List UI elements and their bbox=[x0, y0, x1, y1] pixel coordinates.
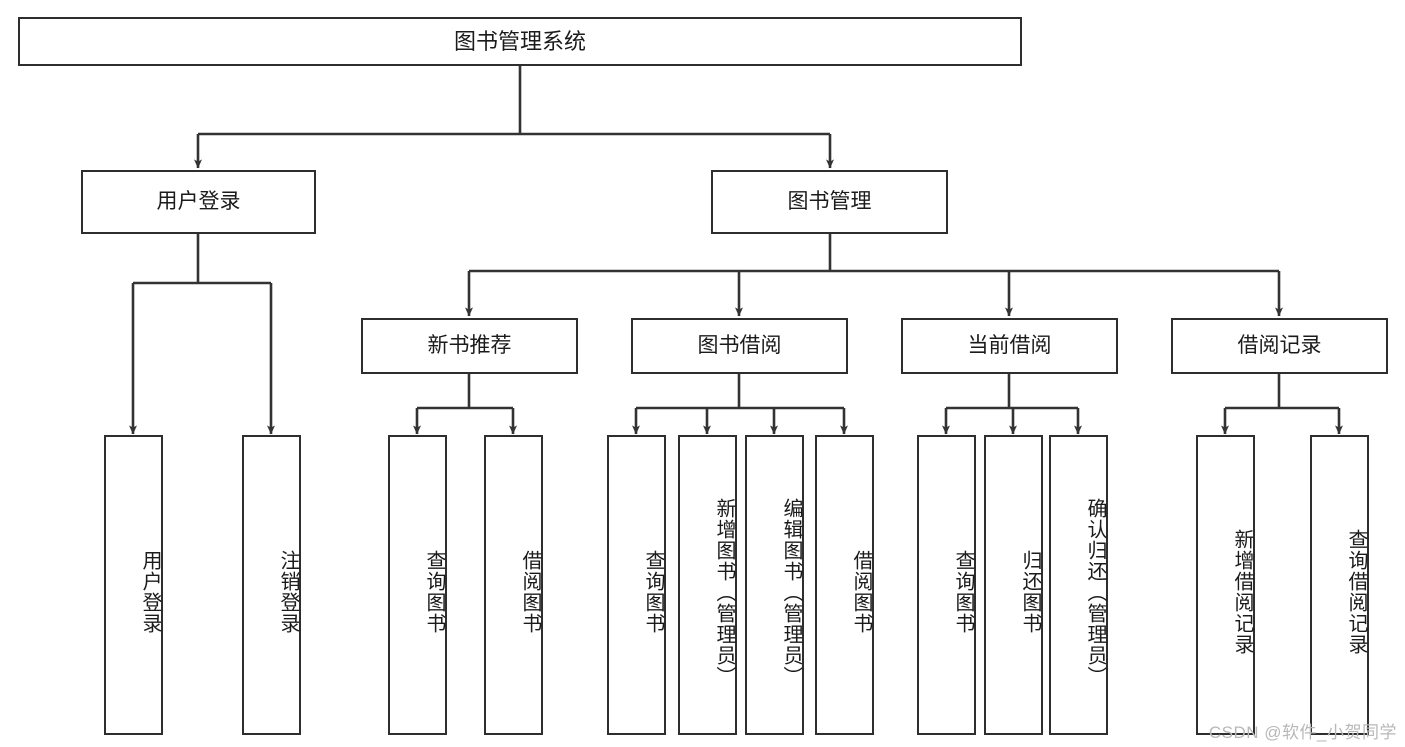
node-leaf-logout[interactable]: 注销登录 bbox=[242, 435, 301, 735]
node-label: 借阅记录 bbox=[1237, 333, 1322, 357]
node-leaf-query-book-3[interactable]: 查询图书 bbox=[917, 435, 976, 735]
node-label: 图书管理 bbox=[787, 189, 872, 213]
node-leaf-query-book-1[interactable]: 查询图书 bbox=[388, 435, 447, 735]
node-leaf-user-login[interactable]: 用户登录 bbox=[104, 435, 163, 735]
node-leaf-borrow-book-1[interactable]: 借阅图书 bbox=[484, 435, 543, 735]
node-label: 当前借阅 bbox=[967, 333, 1052, 357]
csdn-watermark: CSDN @软件_小贺同学 bbox=[1208, 723, 1397, 742]
node-leaf-confirm-return[interactable]: 确认归还（管理员） bbox=[1049, 435, 1108, 735]
node-book-manage[interactable]: 图书管理 bbox=[711, 170, 948, 234]
node-label: 查询图书 bbox=[642, 550, 664, 634]
node-label: 用户登录 bbox=[156, 189, 241, 213]
node-leaf-query-book-2[interactable]: 查询图书 bbox=[607, 435, 666, 735]
node-user-login[interactable]: 用户登录 bbox=[81, 170, 316, 234]
node-new-book-recommend[interactable]: 新书推荐 bbox=[361, 318, 578, 374]
node-leaf-edit-book[interactable]: 编辑图书（管理员） bbox=[745, 435, 804, 735]
node-leaf-add-book[interactable]: 新增图书（管理员） bbox=[678, 435, 737, 735]
node-label: 编辑图书（管理员） bbox=[780, 497, 802, 687]
node-label: 新增借阅记录 bbox=[1231, 529, 1253, 655]
node-label: 新增图书（管理员） bbox=[713, 497, 735, 687]
node-label: 查询图书 bbox=[952, 550, 974, 634]
node-label: 归还图书 bbox=[1019, 550, 1041, 634]
node-label: 确认归还（管理员） bbox=[1084, 497, 1106, 687]
node-label: 查询图书 bbox=[423, 550, 445, 634]
node-root-system[interactable]: 图书管理系统 bbox=[18, 17, 1022, 66]
node-label: 图书管理系统 bbox=[453, 28, 586, 54]
node-leaf-add-record[interactable]: 新增借阅记录 bbox=[1196, 435, 1255, 735]
node-borrow-record[interactable]: 借阅记录 bbox=[1171, 318, 1388, 374]
node-book-borrow[interactable]: 图书借阅 bbox=[631, 318, 848, 374]
node-label: 新书推荐 bbox=[427, 333, 512, 357]
node-label: 借阅图书 bbox=[519, 550, 541, 634]
node-leaf-query-record[interactable]: 查询借阅记录 bbox=[1310, 435, 1369, 735]
node-leaf-return-book[interactable]: 归还图书 bbox=[984, 435, 1043, 735]
node-current-borrow[interactable]: 当前借阅 bbox=[901, 318, 1118, 374]
node-leaf-borrow-book-2[interactable]: 借阅图书 bbox=[815, 435, 874, 735]
node-label: 借阅图书 bbox=[850, 550, 872, 634]
node-label: 图书借阅 bbox=[697, 333, 782, 357]
node-label: 注销登录 bbox=[277, 550, 299, 634]
node-label: 用户登录 bbox=[139, 550, 161, 634]
node-label: 查询借阅记录 bbox=[1345, 529, 1367, 655]
